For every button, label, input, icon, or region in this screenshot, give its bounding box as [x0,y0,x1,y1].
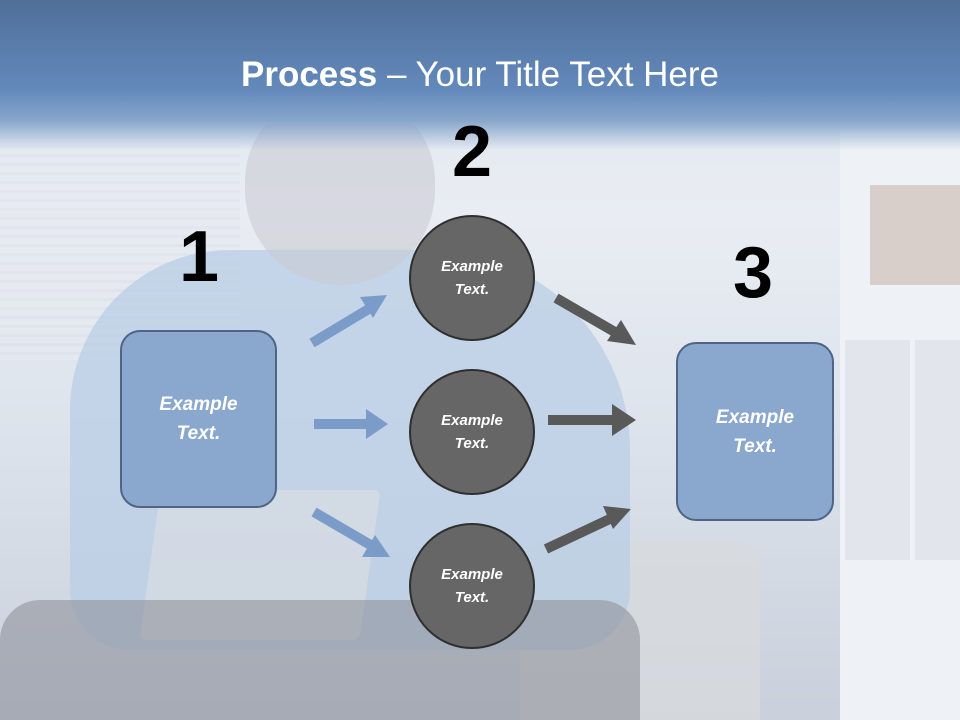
arrow-left-to-middle [314,409,388,439]
arrow-middle-to-right [548,404,636,436]
circle-top-text: Example Text. [441,258,503,298]
background-legs [0,600,640,720]
header-band [0,0,960,150]
circle-bottom-text: Example Text. [441,566,503,606]
right-box: Example Text. [676,342,834,521]
circle-bottom: Example Text. [409,523,535,649]
background-binder [845,340,910,560]
left-box-text: Example Text. [159,394,238,444]
background-binder [915,340,960,560]
step-number-3: 3 [732,233,774,313]
title-bold: Process [241,55,378,94]
right-box-text: Example Text. [715,406,795,457]
circle-middle: Example Text. [409,369,535,495]
arrow-left-to-top [309,295,387,348]
page-title: Process – Your Title Text Here [0,52,960,98]
circle-top: Example Text. [409,215,535,341]
arrow-left-to-bottom [311,507,390,557]
step-number-2: 2 [451,112,493,192]
arrow-bottom-to-right [543,506,631,554]
arrow-top-to-right [553,293,636,345]
background-picture-frame [870,185,960,285]
circle-middle-text: Example Text. [441,412,503,452]
title-rest: – Your Title Text Here [377,55,719,94]
left-box: Example Text. [120,330,277,508]
step-number-1: 1 [178,217,220,297]
